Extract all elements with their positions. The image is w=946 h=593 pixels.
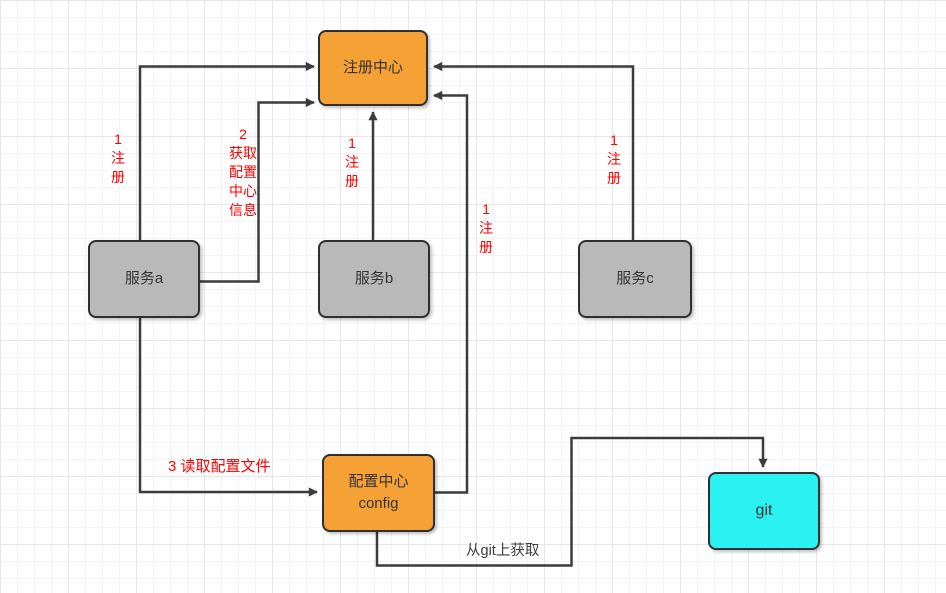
edge-label-register-config-center: 1 注 册 [479,201,493,255]
edge-label-register-service-c: 1 注 册 [607,132,621,186]
node-config-center-label: 配置中心 config [348,473,409,512]
node-service-c[interactable]: 服务c [578,240,692,318]
connector-config-to-registry[interactable] [433,90,469,494]
connector-service-a-to-config[interactable] [138,318,318,497]
connector-service-a-fetch-config-info-to-registry[interactable] [200,97,315,283]
node-config-center[interactable]: 配置中心 config [322,454,435,532]
node-service-b-label: 服务b [354,270,394,288]
node-service-b[interactable]: 服务b [318,240,430,318]
node-service-a[interactable]: 服务a [88,240,200,318]
edge-label-register-service-b: 1 注 册 [345,135,359,189]
node-git-label: git [755,502,773,520]
connector-config-to-git[interactable] [375,436,768,567]
connector-service-a-to-registry[interactable] [138,61,315,241]
node-service-c-label: 服务c [616,270,654,288]
edge-label-fetch-from-git: 从git上获取 [466,543,540,559]
connector-service-c-to-registry[interactable] [433,61,635,241]
edge-label-read-config-file: 3 读取配置文件 [168,458,271,475]
node-git[interactable]: git [708,472,820,550]
node-service-a-label: 服务a [124,270,164,288]
node-registry-center[interactable]: 注册中心 [318,30,428,106]
edge-label-fetch-config-center-info: 2 获取 配置 中心 信息 [229,126,257,218]
node-registry-center-label: 注册中心 [342,59,403,77]
edge-label-register-service-a: 1 注 册 [111,131,125,185]
